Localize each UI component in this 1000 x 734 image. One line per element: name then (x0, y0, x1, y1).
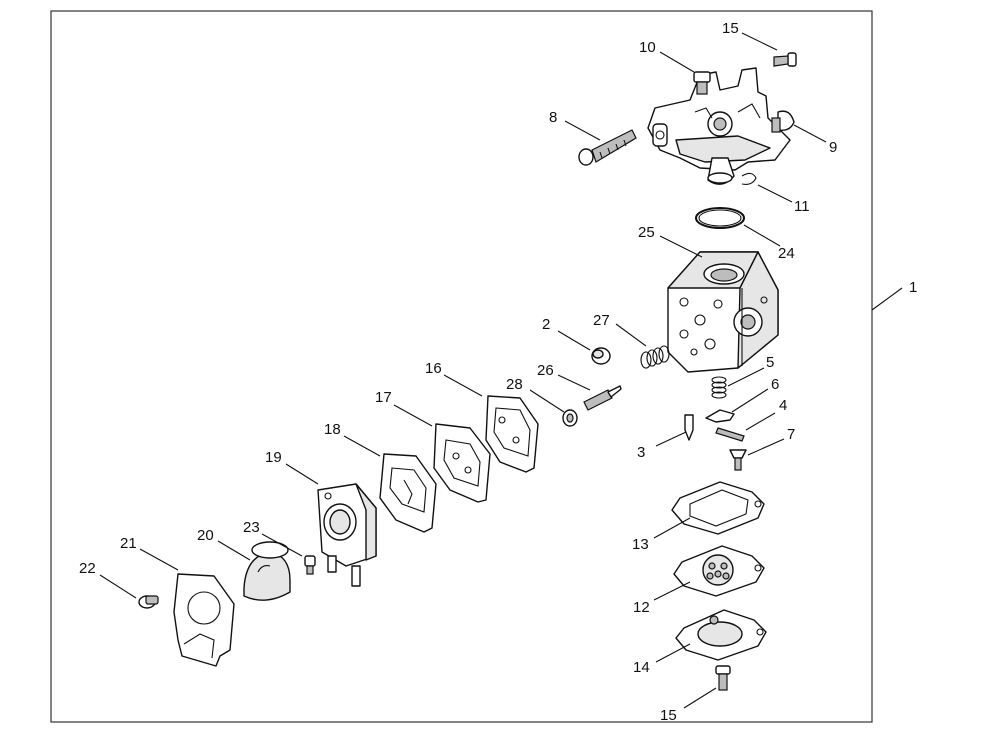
callout-3: 3 (637, 444, 645, 461)
callout-23: 23 (243, 519, 260, 536)
callout-24: 24 (778, 245, 795, 262)
clip-11 (741, 172, 757, 185)
screw-15-top (773, 52, 797, 67)
callout-8: 8 (549, 109, 557, 126)
callout-11: 11 (794, 198, 810, 215)
o-ring-24 (695, 207, 745, 229)
screw-15-bottom (715, 665, 731, 691)
screw-7 (729, 449, 747, 471)
callout-15-top: 15 (722, 20, 739, 37)
cover-21 (173, 573, 235, 667)
callout-21: 21 (120, 535, 137, 552)
carburetor-body (667, 251, 779, 373)
needle-valve-3 (684, 414, 694, 441)
screw-9 (771, 110, 795, 133)
callout-10: 10 (639, 39, 656, 56)
callout-28: 28 (506, 376, 523, 393)
plug-2 (591, 347, 611, 365)
callout-17: 17 (375, 389, 392, 406)
gasket-16 (485, 395, 539, 473)
callout-25: 25 (638, 224, 655, 241)
callout-16: 16 (425, 360, 442, 377)
callout-27: 27 (593, 312, 610, 329)
callout-6: 6 (771, 376, 779, 393)
spring-5 (711, 376, 727, 399)
screw-23 (304, 555, 316, 575)
callout-22: 22 (79, 560, 96, 577)
pin-4 (715, 427, 745, 442)
lever-6 (705, 409, 735, 423)
callout-13: 13 (632, 536, 649, 553)
diaphragm-12 (673, 545, 765, 597)
diagram-frame (50, 10, 873, 723)
callout-12: 12 (633, 599, 650, 616)
callout-4: 4 (779, 397, 787, 414)
callout-5: 5 (766, 354, 774, 371)
spring-27 (640, 345, 670, 369)
needle-26 (583, 385, 622, 411)
pump-body-19 (317, 483, 377, 587)
callout-18: 18 (324, 421, 341, 438)
spring-28 (562, 409, 578, 427)
callout-7: 7 (787, 426, 795, 443)
screw-22 (138, 595, 159, 609)
callout-20: 20 (197, 527, 214, 544)
callout-labels: 1 2 3 4 5 6 7 8 9 10 11 12 13 14 15 15 1… (79, 20, 917, 724)
leader-lines (99, 32, 903, 709)
throttle-plate-assembly (647, 67, 791, 185)
gasket-13 (671, 481, 765, 535)
adjust-screw-10 (693, 71, 711, 95)
callout-19: 19 (265, 449, 282, 466)
primer-bulb-20 (243, 541, 291, 601)
callout-1: 1 (909, 279, 917, 296)
callout-14: 14 (633, 659, 650, 676)
callout-26: 26 (537, 362, 554, 379)
plate-18 (379, 453, 437, 533)
callout-9: 9 (829, 139, 837, 156)
gasket-17 (433, 423, 491, 503)
callout-15-bottom: 15 (660, 707, 677, 724)
long-screw-8 (578, 129, 637, 166)
cover-14 (675, 609, 767, 661)
callout-2: 2 (542, 316, 550, 333)
